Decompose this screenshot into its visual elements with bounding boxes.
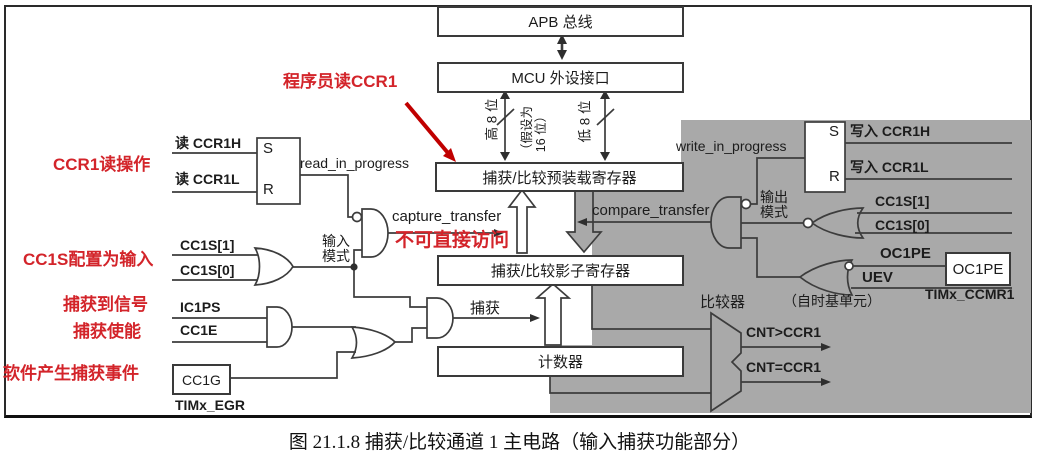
apb-bus-box: APB 总线 [437,6,684,37]
write-latch-s: S [829,123,840,140]
oc1pe-signal-label: OC1PE [880,245,931,262]
cc1s1-right-label: CC1S[1] [875,193,930,209]
note-no-direct-access: 不可直接访问 [395,230,510,251]
capture-transfer-label: capture_transfer [392,208,502,225]
mcu-interface-box: MCU 外设接口 [437,62,684,93]
from-timebase-label: （自时基单元） [783,293,881,309]
read-latch-r: R [263,181,274,198]
apb-bus-label: APB 总线 [528,14,593,31]
ic1ps-cc1e-and-gate [266,306,293,348]
timx-ccmr1-label: TIMx_CCMR1 [925,286,1015,302]
preload-register-label: 捕获/比较预装载寄存器 [482,169,637,187]
ic1ps-label: IC1PS [180,299,221,315]
timx-egr-label: TIMx_EGR [175,397,246,413]
bus-assume-line2: 16 位） [534,109,548,153]
up-arrow-preload [507,188,537,254]
capture-transfer-arrowhead [494,229,504,237]
comparator-shape [710,311,742,413]
compare-transfer-arrowhead [577,218,587,226]
oc1pe-uev-or-gate [798,259,854,296]
mcu-interface-label: MCU 外设接口 [511,70,610,87]
read-latch-s: S [263,140,274,157]
gray-panel [550,120,1031,413]
write-sr-latch [804,121,846,193]
compare-transfer-label: compare_transfer [592,202,710,219]
cc1e-label: CC1E [180,322,218,338]
cc1s1-left-label: CC1S[1] [180,237,235,253]
note-ccr1-read: CCR1读操作 [53,155,151,174]
cc1s0-left-label: CC1S[0] [180,262,235,278]
output-mode-line1: 输出 [760,189,788,205]
read-ccr1h-label: 读 CCR1H [175,135,242,151]
capture-transfer-and-gate [361,208,389,258]
bus-high-label: 高 8 位 [484,98,500,141]
note-capture-enable: 捕获使能 [73,322,141,341]
figure-caption: 图 21.1.8 捕获/比较通道 1 主电路（输入捕获功能部分） [288,432,751,453]
write-ccr1l-label: 写入 CCR1L [850,159,929,175]
comparator-label: 比较器 [700,294,746,311]
output-mode-nor-gate [810,207,865,239]
oc1pe-box: OC1PE [945,252,1011,286]
output-mode-line2: 模式 [760,204,788,220]
write-latch-r: R [829,168,840,185]
input-mode-label: 输入 模式 [322,234,350,264]
programmer-read-arrow [404,101,456,162]
input-mode-line2: 模式 [322,248,350,264]
cnt-eq-ccr1-label: CNT=CCR1 [746,359,822,375]
note-captured-signal: 捕获到信号 [63,295,148,314]
up-arrow-shadow [534,282,572,346]
compare-transfer-and-gate [710,196,742,249]
write-in-progress-label: write_in_progress [676,138,787,154]
bus-assume-label: （假设为 16 位） [520,94,548,168]
input-mode-line1: 输入 [322,233,350,249]
capture-arrowhead [530,314,540,322]
read-ccr1l-label: 读 CCR1L [175,171,240,187]
oc1pe-box-label: OC1PE [952,260,1004,278]
read-in-progress-label: read_in_progress [300,155,409,171]
shadow-register-box: 捕获/比较影子寄存器 [437,255,684,286]
bus-slash-low [596,108,615,126]
output-mode-label: 输出 模式 [760,190,788,220]
cc1s-or-gate [253,247,294,286]
read-in-progress-wire [300,174,352,218]
cc1g-wire [227,351,356,379]
read-sr-latch [256,137,301,205]
shadow-register-label: 捕获/比较影子寄存器 [490,263,631,280]
note-cc1s-input: CC1S配置为输入 [23,250,154,269]
counter-box: 计数器 [437,346,684,377]
input-mode-junction [350,263,358,271]
note-sw-capture-event: 软件产生捕获事件 [3,364,139,383]
cnt-gt-ccr1-label: CNT>CCR1 [746,324,822,340]
write-in-progress-wire [750,157,805,205]
counter-label: 计数器 [537,354,583,371]
uev-label: UEV [862,269,893,286]
cc1s0-right-label: CC1S[0] [875,217,930,233]
note-programmer-read: 程序员读CCR1 [283,72,398,91]
write-ccr1h-label: 写入 CCR1H [850,123,931,139]
preload-register-box: 捕获/比较预装载寄存器 [435,162,684,192]
cc1g-or-gate [350,326,397,359]
capture-label: 捕获 [470,300,501,317]
cc1g-box: CC1G [172,364,231,395]
cc1g-box-label: CC1G [182,371,221,388]
bus-assume-line1: （假设为 [520,106,534,157]
capture-and-gate [426,297,454,339]
bus-slash-high [496,108,515,126]
bus-low-label: 低 8 位 [577,100,593,143]
